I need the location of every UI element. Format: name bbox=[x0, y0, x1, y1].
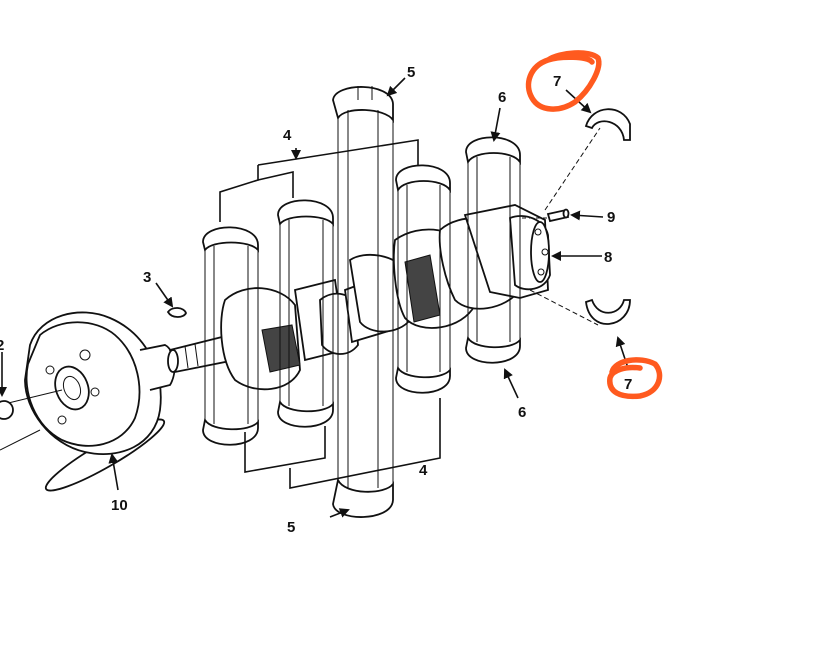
callout-10: 10 bbox=[111, 497, 128, 514]
woodruff-key bbox=[166, 307, 187, 318]
annotation-circle-callout-7-bottom bbox=[607, 357, 663, 400]
callout-2-partial: 2 bbox=[0, 337, 4, 354]
callout-6-top: 6 bbox=[498, 89, 506, 106]
callout-7-bottom: 7 bbox=[624, 376, 632, 393]
pilot-pin bbox=[522, 208, 570, 223]
callout-5-top: 5 bbox=[407, 64, 415, 81]
main-bearing-set-right bbox=[395, 136, 521, 394]
callout-3: 3 bbox=[143, 269, 151, 286]
callout-4-top-bracket bbox=[219, 139, 419, 222]
harmonic-balancer-pulley bbox=[0, 311, 176, 492]
callout-4-top: 4 bbox=[283, 127, 292, 144]
callout-4-bottom: 4 bbox=[419, 462, 428, 479]
annotation-circle-callout-7-top bbox=[525, 50, 602, 112]
thrust-bearing-set bbox=[332, 86, 394, 518]
thrust-washer-lower bbox=[529, 289, 631, 326]
callout-6-bottom: 6 bbox=[518, 404, 526, 421]
callout-4-bottom-bracket bbox=[244, 398, 441, 489]
thrust-washer-upper bbox=[544, 108, 631, 211]
callout-5-bottom: 5 bbox=[287, 519, 295, 536]
callout-9: 9 bbox=[607, 209, 615, 226]
callout-7-top: 7 bbox=[553, 73, 561, 90]
callout-8: 8 bbox=[604, 249, 612, 266]
